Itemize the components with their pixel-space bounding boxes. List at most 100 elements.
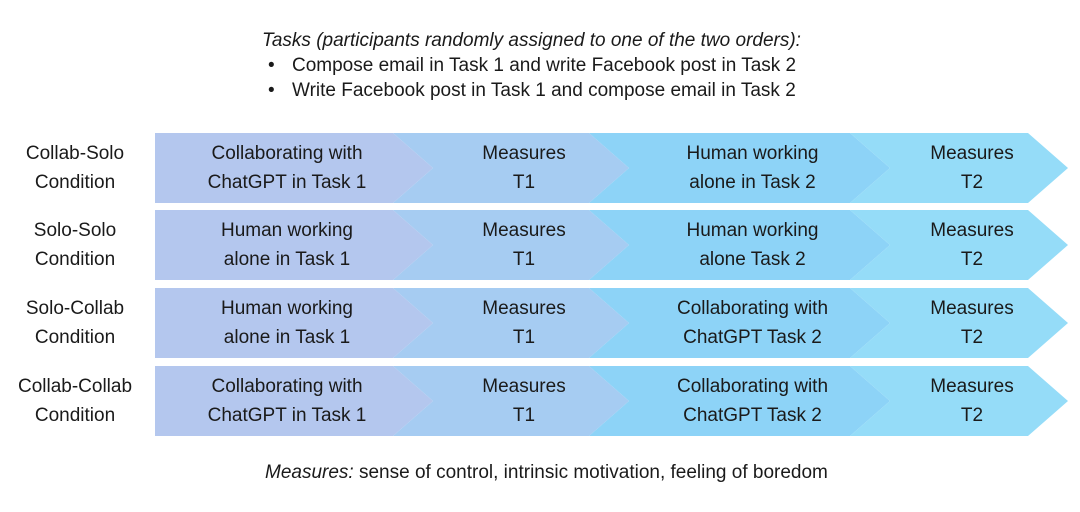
chevron-fill — [155, 366, 433, 436]
condition-label-line: Condition — [34, 405, 116, 426]
step-text-line: Measures — [482, 376, 566, 397]
step-text-line: ChatGPT Task 2 — [683, 327, 822, 348]
step-text-line: Collaborating with — [676, 298, 829, 319]
step-text-line: Measures — [930, 143, 1014, 164]
step-text: Human working alone in Task 2 — [629, 133, 876, 203]
chevron-shape — [589, 133, 890, 203]
task-order-item: • Compose email in Task 1 and write Face… — [268, 53, 1080, 78]
step-text-line: T1 — [512, 172, 536, 193]
condition-label-line: Condition — [34, 327, 116, 348]
step-text-line: Measures — [482, 220, 566, 241]
step-text-line: T2 — [960, 327, 984, 348]
chevron-fill — [393, 210, 629, 280]
chevron-fill — [393, 288, 629, 358]
condition-label-line: Condition — [34, 172, 116, 193]
chevron-shape — [155, 288, 433, 358]
step-text-line: ChatGPT in Task 1 — [207, 405, 367, 426]
step-text-line: Measures — [930, 376, 1014, 397]
chevron-shape — [850, 210, 1068, 280]
condition-label-line: Solo-Collab — [25, 298, 125, 319]
step-text-line: Collaborating with — [211, 376, 363, 397]
chevron-shape — [393, 133, 629, 203]
step-text-line: alone in Task 2 — [689, 172, 816, 193]
step-text-line: Human working — [221, 298, 353, 319]
measures-note-text: sense of control, intrinsic motivation, … — [353, 462, 828, 483]
step-text-line: T2 — [960, 249, 984, 270]
condition-label-line: Collab-Solo — [25, 143, 125, 164]
step-text-line: T1 — [512, 327, 536, 348]
chevron-fill — [589, 288, 890, 358]
chevron-shape — [589, 288, 890, 358]
step-text-line: Human working — [686, 220, 819, 241]
chevron-shape — [850, 366, 1068, 436]
condition-label-line: Solo-Solo — [33, 220, 117, 241]
measures-note-lead: Measures: — [265, 462, 354, 483]
chevron-fill — [850, 288, 1068, 358]
step-text-line: Measures — [482, 298, 566, 319]
task-order-item: • Write Facebook post in Task 1 and comp… — [268, 78, 1080, 103]
step-text-line: Collaborating with — [676, 376, 829, 397]
step-text-line: ChatGPT in Task 1 — [207, 172, 367, 193]
bullet-icon: • — [268, 80, 275, 101]
task-order-text: Compose email in Task 1 and write Facebo… — [292, 55, 797, 76]
condition-label-line: Condition — [34, 249, 116, 270]
task-order-list: • Compose email in Task 1 and write Face… — [0, 53, 1080, 103]
step-chevron: Human working alone in Task 2 — [589, 133, 890, 203]
step-text-line: Human working — [686, 143, 819, 164]
chevron-shape — [589, 366, 890, 436]
chevron-shape — [155, 366, 433, 436]
step-text: Human working alone in Task 1 — [155, 288, 419, 358]
chevron-fill — [393, 133, 629, 203]
chevron-fill — [393, 366, 629, 436]
chevron-shape — [850, 133, 1068, 203]
step-text-line: T2 — [960, 405, 984, 426]
chevron-shape — [589, 210, 890, 280]
step-text-line: T2 — [960, 172, 984, 193]
step-text-line: T1 — [512, 249, 536, 270]
chevron-fill — [589, 366, 890, 436]
step-text-line: Measures — [930, 220, 1014, 241]
step-text-line: alone in Task 1 — [223, 327, 351, 348]
chevron-shape — [393, 288, 629, 358]
condition-label-line: Collab-Collab — [17, 376, 133, 397]
step-text-line: Measures — [930, 298, 1014, 319]
step-text-line: Measures — [482, 143, 566, 164]
step-chevron: Human working alone in Task 1 — [155, 288, 433, 358]
chevron-fill — [589, 210, 890, 280]
task-order-text: Write Facebook post in Task 1 and compos… — [292, 80, 796, 101]
chevron-fill — [850, 366, 1068, 436]
tasks-title: Tasks (participants randomly assigned to… — [262, 30, 801, 51]
step-text-line: Collaborating with — [211, 143, 363, 164]
